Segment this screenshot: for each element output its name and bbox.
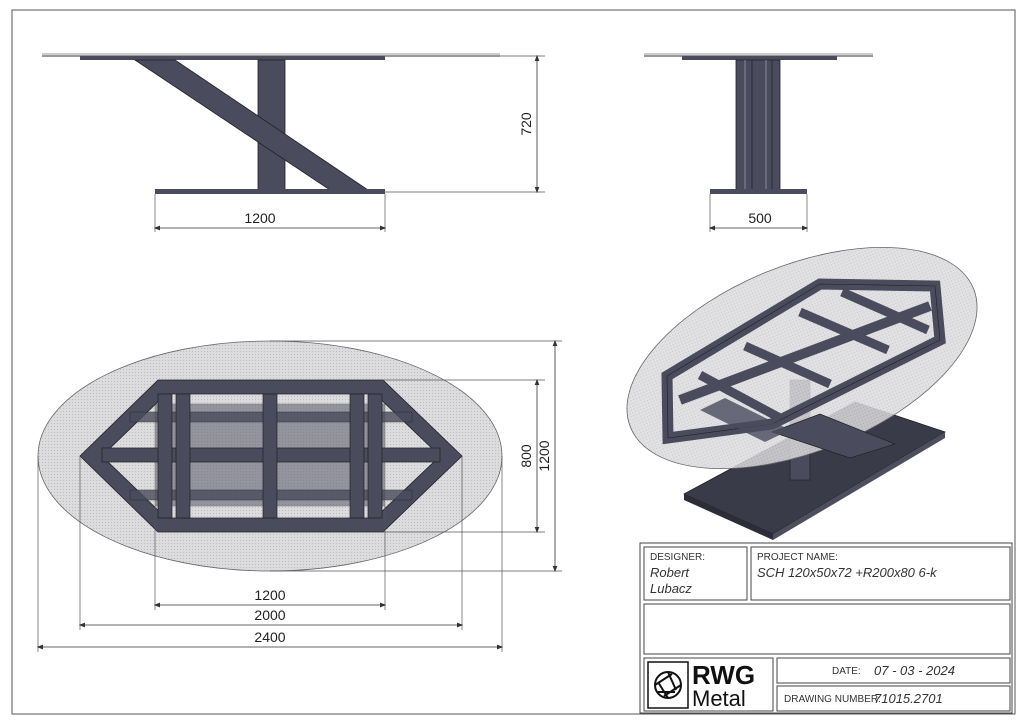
designer-name-line2: Lubacz [650,581,692,596]
designer-label: DESIGNER: [650,552,705,563]
date-value: 07 - 03 - 2024 [874,663,955,678]
drawing-number-label: DRAWING NUMBER: [784,694,881,705]
drawing-number: 71015.2701 [874,691,943,706]
diagonal-leg-side [133,59,370,191]
logo-line1: RWG [692,660,755,690]
isometric-view [626,246,978,540]
plan-frame-width-dimension: 800 [518,444,534,468]
logo-line2: Metal [692,686,746,711]
rwg-metal-logo: RWG Metal [647,660,755,711]
title-block: DESIGNER: Robert Lubacz PROJECT NAME: SC… [639,542,1013,714]
plan-frame-length-dimension: 2000 [254,607,285,623]
side-height-dimension: 720 [518,112,534,136]
base-plate-end [710,189,807,194]
plan-base-length-dimension: 1200 [254,587,285,603]
column-end [735,59,781,191]
side-width-dimension: 1200 [244,210,275,226]
end-width-dimension: 500 [748,210,772,226]
end-elevation-view: 500 [644,53,873,232]
base-plate-side [155,189,385,194]
diagonal-leg-iso [770,413,897,459]
plan-view: 800 1200 1200 2000 2400 [36,339,562,652]
plan-top-length-dimension: 2400 [254,629,285,645]
plan-top-width-dimension: 1200 [536,440,552,471]
table-top-side [80,56,385,60]
drawing-border [11,9,1016,715]
aperture-icon [654,671,682,699]
designer-name-line1: Robert [650,565,690,580]
side-elevation-view: 720 1200 [42,53,545,232]
table-top-end [682,56,837,60]
date-label: DATE: [832,666,861,677]
project-name: SCH 120x50x72 +R200x80 6-k [757,565,938,580]
project-name-label: PROJECT NAME: [757,552,838,563]
